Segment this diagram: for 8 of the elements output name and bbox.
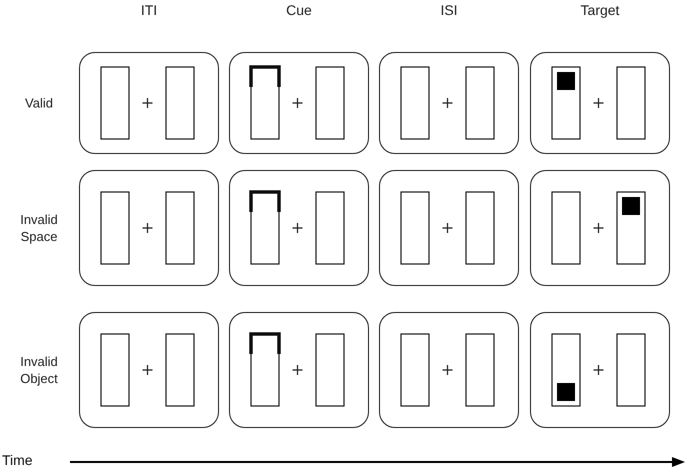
column-heading: ITI [140,2,158,18]
column-heading: Cue [285,2,313,18]
row-heading: Valid [24,94,54,112]
column-heading: ISI [439,2,459,18]
row-heading: Invalid Space [19,211,59,245]
column-heading: Target [580,2,620,18]
axis-label: Time [2,452,33,468]
row-heading: Invalid Object [19,353,59,387]
